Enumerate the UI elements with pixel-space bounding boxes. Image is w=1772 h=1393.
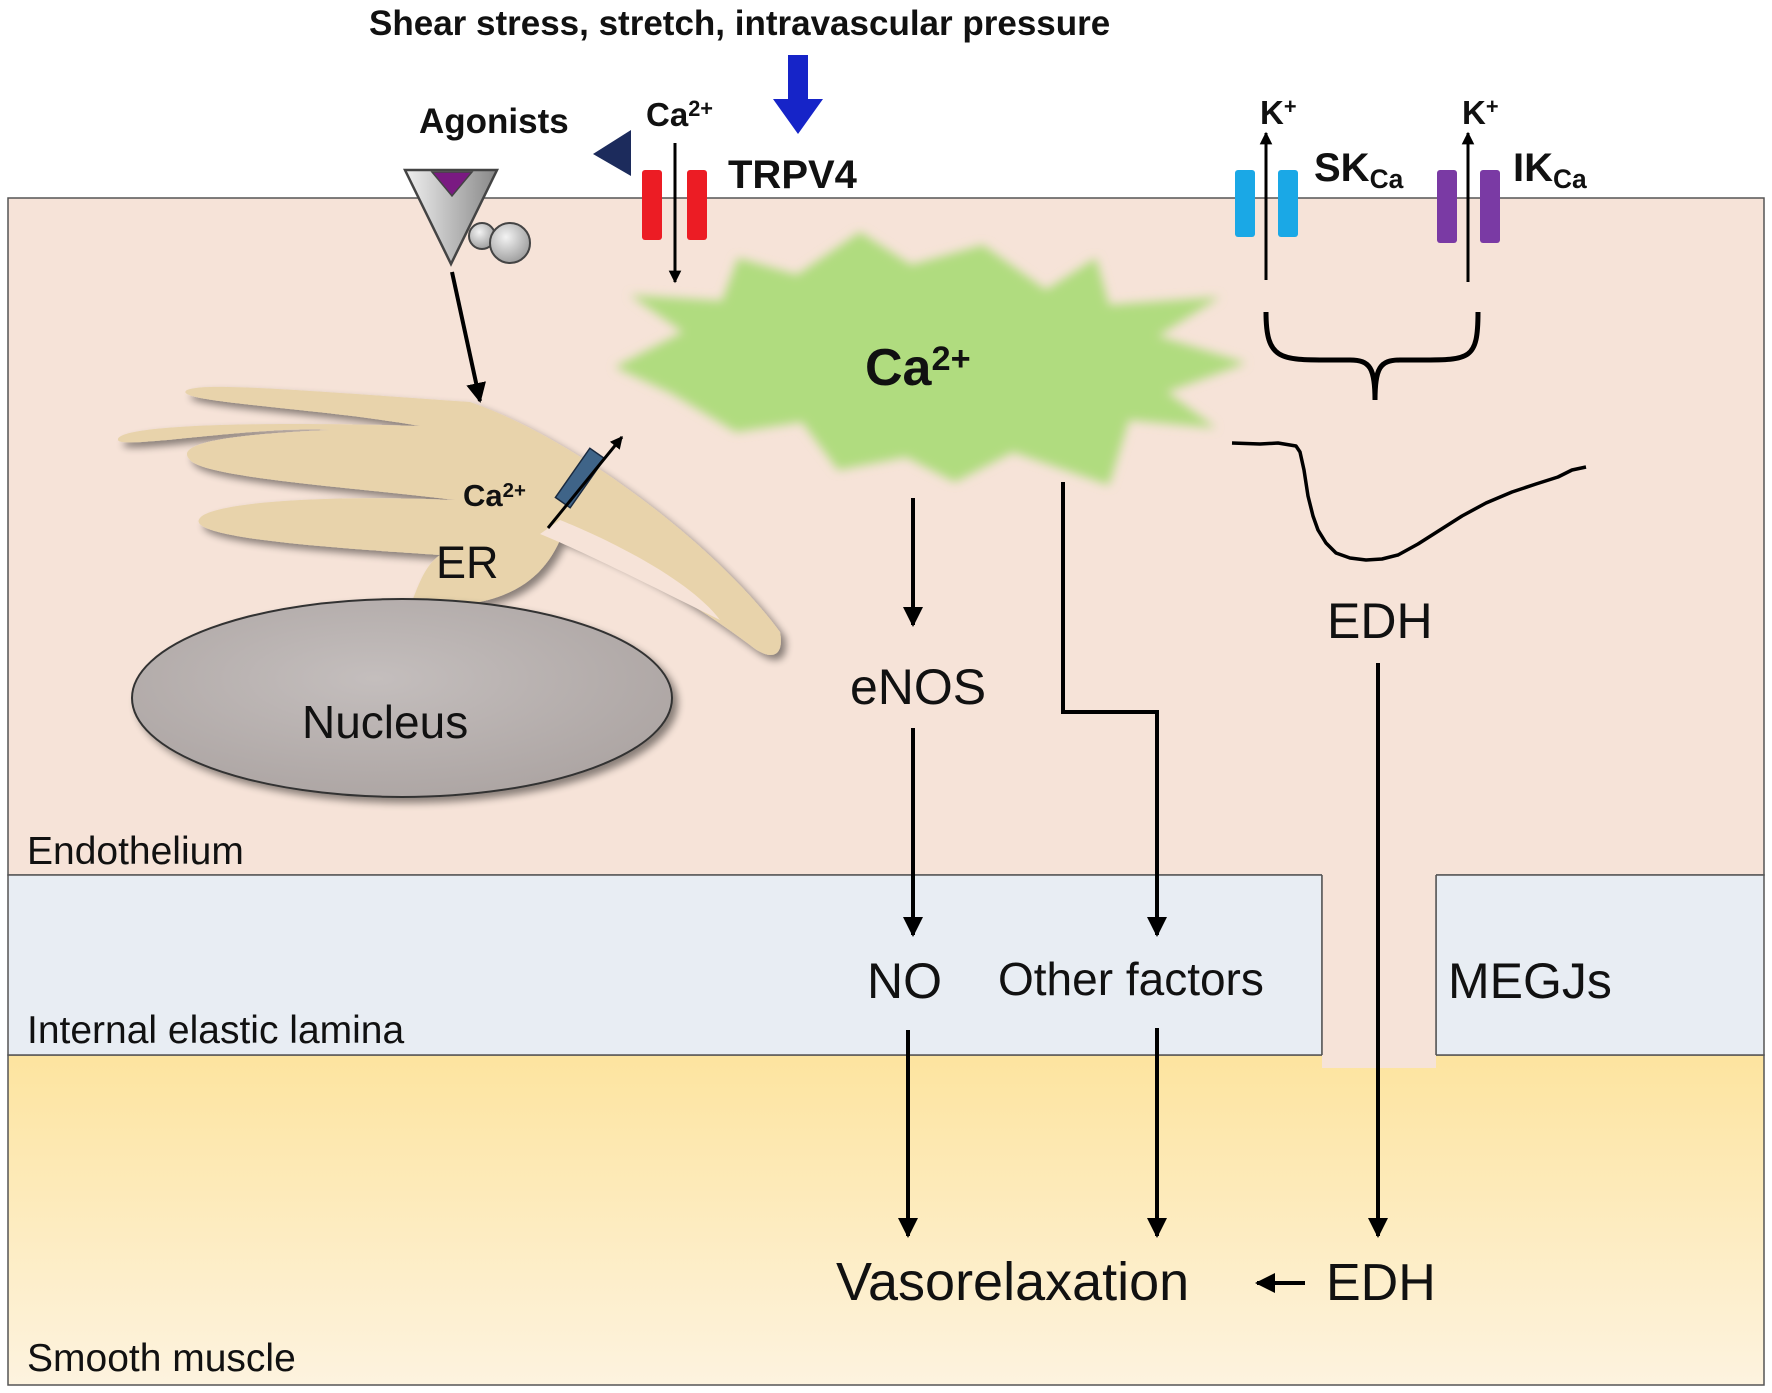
agonists-label: Agonists — [419, 102, 569, 141]
ik-channel-left — [1437, 170, 1457, 243]
internal-elastic-lamina-label: Internal elastic lamina — [27, 1009, 405, 1052]
ik-channel-right — [1480, 170, 1500, 243]
other-factors-label: Other factors — [998, 953, 1264, 1005]
ik-k-label: K+ — [1462, 96, 1499, 129]
trpv4-ca-sup: 2+ — [688, 96, 714, 122]
ik-channel-label: IKCa — [1513, 146, 1587, 193]
calcium-burst — [615, 232, 1246, 485]
agonist-receptor — [402, 168, 531, 267]
ca-to-other-factors-line — [1061, 482, 1167, 937]
ik-k-sup: + — [1485, 94, 1499, 120]
stimulus-arrow — [773, 55, 823, 134]
edh-top-label: EDH — [1327, 593, 1433, 649]
central-ca-base: Ca — [865, 339, 932, 397]
channels-brace — [1263, 311, 1481, 401]
central-ca-label: Ca2+ — [865, 339, 971, 397]
ik-name-sub: Ca — [1553, 164, 1587, 195]
ik-k-base: K — [1462, 94, 1486, 131]
nucleus — [131, 598, 673, 798]
endoplasmic-reticulum — [117, 386, 781, 655]
sk-name-base: SK — [1314, 146, 1370, 190]
er-ca-base: Ca — [463, 478, 503, 513]
megjs-label: MEGJs — [1448, 953, 1612, 1009]
er-lumen — [540, 520, 720, 620]
nucleus-label: Nucleus — [302, 696, 469, 748]
vasorelaxation-label: Vasorelaxation — [836, 1252, 1190, 1312]
sk-k-sup: + — [1283, 94, 1297, 120]
ik-name-base: IK — [1513, 146, 1553, 190]
stimulus-label: Shear stress, stretch, intravascular pre… — [369, 4, 1111, 43]
receptor-to-er-arrow — [450, 271, 486, 403]
endothelium-label: Endothelium — [27, 830, 244, 873]
enos-label: eNOS — [850, 659, 987, 715]
trpv4-channel-right — [687, 170, 707, 240]
sk-k-base: K — [1260, 94, 1284, 131]
sk-channel-left — [1235, 170, 1255, 237]
sk-channel-label: SKCa — [1314, 146, 1403, 193]
sk-k-label: K+ — [1260, 96, 1297, 129]
er-ca-sup: 2+ — [502, 478, 526, 502]
agonist-direction-marker — [593, 130, 631, 176]
sk-name-sub: Ca — [1369, 164, 1404, 195]
edh-bottom-label: EDH — [1326, 1254, 1436, 1312]
smooth-muscle-label: Smooth muscle — [27, 1337, 296, 1380]
sk-channel-right — [1278, 170, 1298, 237]
trpv4-ca-base: Ca — [646, 96, 689, 133]
er-calcium-channel — [554, 447, 606, 509]
no-label: NO — [867, 953, 942, 1009]
edh-membrane-trace — [1231, 441, 1587, 562]
smooth-muscle-layer — [7, 1054, 1765, 1386]
er-ca-release-arrow — [546, 436, 624, 529]
trpv4-ca-label: Ca2+ — [646, 98, 713, 131]
er-ca-label: Ca2+ — [463, 480, 526, 511]
central-ca-sup: 2+ — [931, 339, 971, 378]
er-label: ER — [436, 537, 499, 588]
trpv4-label: TRPV4 — [728, 153, 857, 197]
trpv4-channel-left — [642, 170, 662, 240]
